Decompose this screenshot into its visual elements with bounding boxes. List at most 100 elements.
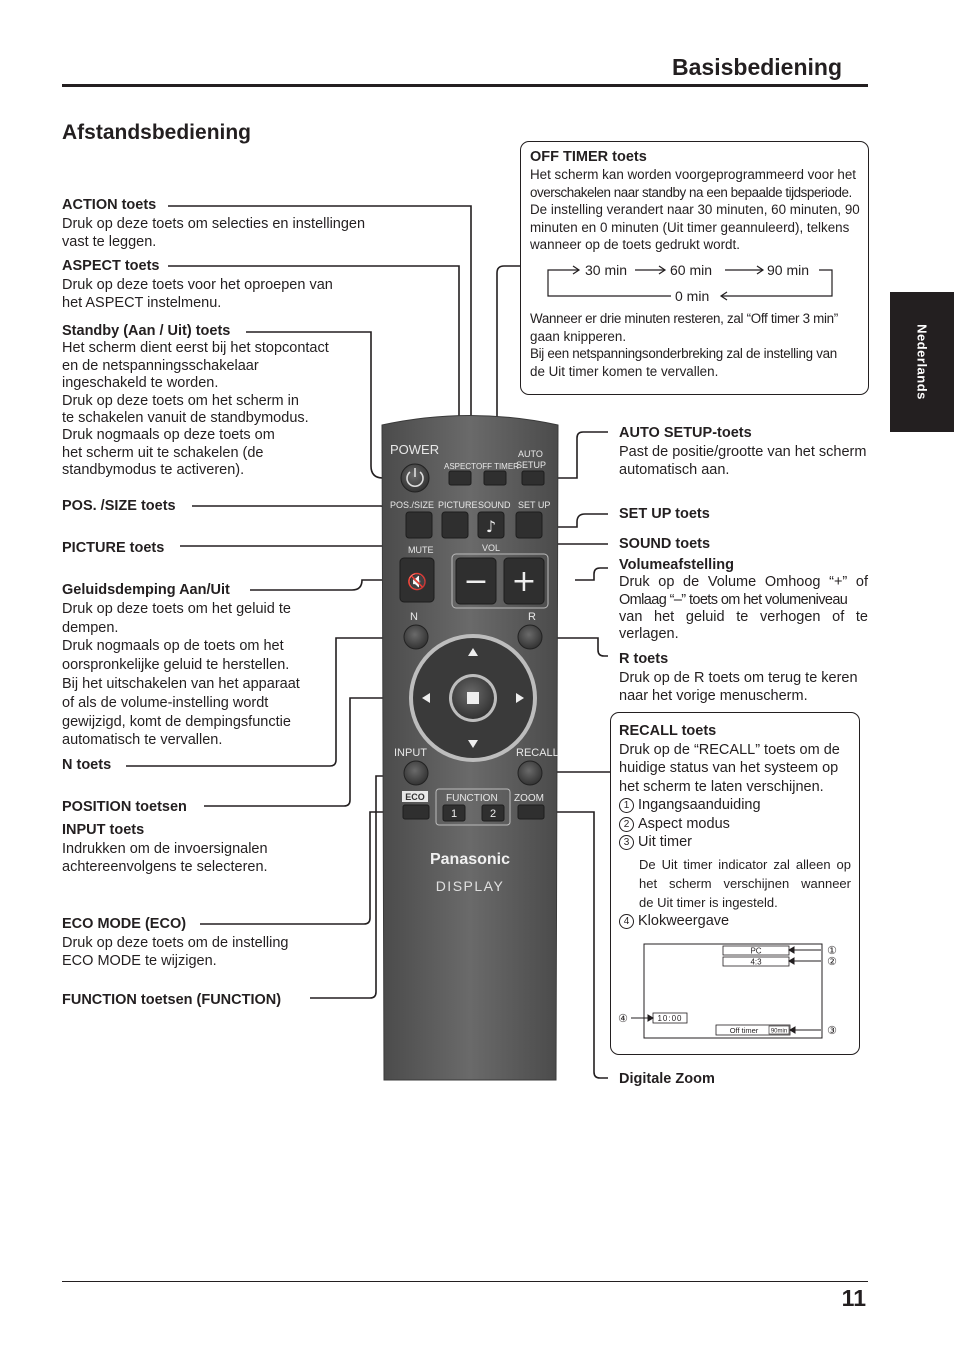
input-button[interactable] [403,760,429,786]
remote-mute-label: MUTE [408,545,434,555]
remote-brand: Panasonic [430,851,510,868]
plus-icon: + [511,564,536,599]
recall-text: RECALL toets Druk op de “RECALL” toets o… [619,722,855,852]
remote-setup2-label: SET UP [518,500,550,510]
label-standby: Standby (Aan / Uit) toets Het scherm die… [62,323,329,480]
page-header-title: Basisbediening [672,54,842,80]
remote-control: POWER ASPECT OFF TIMER AUTO SETUP POS./S… [381,415,559,1081]
function-1-label: 1 [451,808,457,820]
label-set-up: SET UP toets [619,505,710,524]
action-icon [467,692,479,704]
label-text: Wanneer er drie minuten resteren, zal “O… [530,311,838,326]
label-text: de Uit timer komen te vervallen. [530,363,719,379]
label-text: Bij het uitschakelen van het apparaat [62,675,300,692]
r-button[interactable] [517,624,543,650]
power-button[interactable] [400,463,430,493]
label-text: overschakelen naar standby na een bepaal… [530,184,852,200]
label-title: Digitale Zoom [619,1071,715,1087]
label-eco: ECO MODE (ECO) Druk op deze toets om de … [62,915,289,971]
line-setup [552,513,608,528]
item-number: 4 [619,914,634,929]
label-text: het ASPECT instelmenu. [62,295,222,311]
label-text: huidige status van het systeem op [619,760,839,776]
label-function: FUNCTION toetsen (FUNCTION) [62,991,281,1010]
function-2-button[interactable] [481,804,505,822]
line-input [310,775,402,999]
item-number: 1 [619,798,634,813]
mute-button[interactable] [399,557,435,603]
label-text: Druk op de “RECALL” toets om de [619,741,840,758]
arrow-down-icon [468,740,478,748]
timer-cycle-diagram: 30 min 60 min 90 min 0 min [547,262,833,302]
eco-button[interactable] [402,804,430,820]
label-r: R toets Druk op de R toets om terug te k… [619,650,858,706]
item-number: 2 [619,816,634,832]
off-timer-button[interactable] [483,470,507,486]
zoom-button[interactable] [517,804,545,820]
cycle-30: 30 min [585,262,627,278]
osd-clock: 10:00 [657,1014,682,1023]
label-text: minuten en 0 minuten (Uit timer geannule… [530,219,850,235]
label-action: ACTION toets Druk op deze toets om selec… [62,196,365,252]
section-title: Afstandsbediening [62,121,252,144]
note-icon: ♪ [486,517,496,536]
n-button[interactable] [403,624,429,650]
label-text: standbymodus te activeren). [62,462,245,479]
volume-down-button[interactable] [455,557,497,605]
off-timer-description: Het scherm kan worden voorgeprogrammeerd… [530,166,860,254]
volume-up-button[interactable] [503,557,545,605]
label-title: ECO MODE (ECO) [62,916,187,932]
pos-size-button[interactable] [405,511,433,539]
label-text: Het scherm dient eerst bij het stopconta… [62,340,329,357]
recall-box: RECALL toets Druk op de “RECALL” toets o… [610,712,860,1055]
label-text: of als de volume-instelling wordt [62,694,269,711]
aspect-button[interactable] [448,470,472,486]
auto-setup-button[interactable] [521,470,545,486]
remote-n-label: N [410,611,418,623]
label-text: automatisch aan. [619,462,730,478]
line-off-timer [496,265,524,478]
osd-pc: PC [750,947,761,956]
label-title: OFF TIMER toets [530,149,647,165]
line-aspect [168,265,460,478]
cycle-60: 60 min [670,262,712,278]
mute-icon: 🔇 [407,572,427,591]
power-icon [406,468,424,487]
osd-off-timer: Off timer [730,1026,759,1035]
sound-button[interactable] [477,511,505,539]
label-text: Druk nogmaals op de toets om het [62,638,284,655]
label-text: Druk nogmaals op deze toets om [62,427,275,444]
recall-osd-illustration: PC 4:3 10:00 Off timer 90min ① ② ③ ④ [618,943,837,1039]
arrow-left-icon [422,693,430,703]
label-text: oorspronkelijke geluid te herstellen. [62,657,290,674]
off-timer-box: OFF TIMER toets Het scherm kan worden vo… [520,141,869,395]
recall-button[interactable] [517,760,543,786]
label-text: ingeschakeld te worden. [62,375,219,392]
osd-aspect: 4:3 [750,958,762,967]
line-r [544,637,608,657]
osd-screen [643,943,823,1039]
picture-button[interactable] [441,511,469,539]
item-text: Uit timer [638,834,692,850]
label-text: Bij een netspanningsonderbreking zal de … [530,346,837,361]
remote-recall-label: RECALL [516,747,559,759]
label-input: INPUT toets Indrukken om de invoersignal… [62,821,268,877]
label-text: Indrukken om de invoersignalen [62,840,268,857]
cycle-90: 90 min [767,262,809,278]
label-title: FUNCTION toetsen (FUNCTION) [62,992,282,1008]
recall-timer-note: De Uit timer indicator zal alleen op het… [639,855,851,912]
set-up-button[interactable] [515,511,543,539]
label-position: POSITION toetsen [62,798,187,817]
label-text: het scherm verschijnen wanneer [639,876,851,891]
label-digital-zoom: Digitale Zoom [619,1070,715,1089]
label-title: PICTURE toets [62,540,165,556]
line-eco [200,811,402,925]
label-title: POS. /SIZE toets [62,498,176,514]
label-text: Past de positie/grootte van het scherm [619,443,867,460]
label-n: N toets [62,756,111,775]
function-1-button[interactable] [442,804,466,822]
page-number: 11 [841,1285,866,1311]
